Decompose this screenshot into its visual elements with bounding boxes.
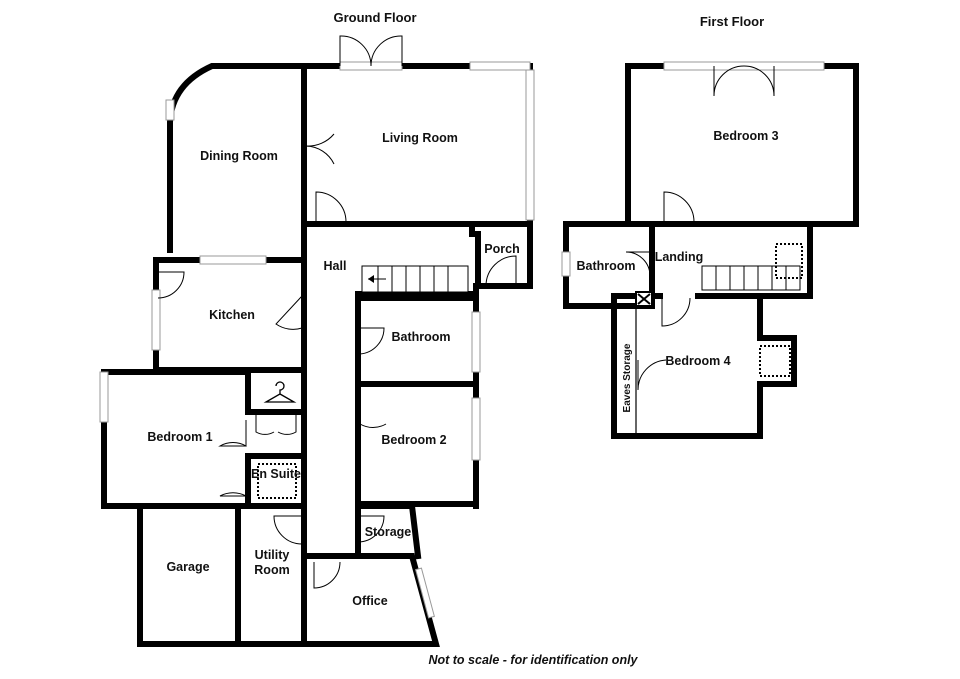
first-floor-doors bbox=[625, 65, 775, 391]
first-floor-stairs bbox=[701, 265, 801, 291]
room-kitchen: Kitchen bbox=[209, 308, 255, 322]
room-hall: Hall bbox=[324, 259, 347, 273]
hanger-icon bbox=[263, 381, 297, 403]
first-floor-title: First Floor bbox=[700, 14, 764, 29]
room-utility-line1: Utility bbox=[255, 548, 290, 562]
room-garage: Garage bbox=[166, 560, 209, 574]
room-office: Office bbox=[352, 594, 387, 608]
room-utility-line2: Room bbox=[254, 563, 289, 577]
room-en-suite: En Suite bbox=[251, 467, 301, 481]
room-bathroom-first: Bathroom bbox=[576, 259, 635, 273]
room-dining-room: Dining Room bbox=[200, 149, 278, 163]
ground-floor-stairs bbox=[361, 265, 469, 293]
room-bedroom-3: Bedroom 3 bbox=[713, 129, 778, 143]
footer-note: Not to scale - for identification only bbox=[428, 653, 638, 667]
ground-floor-doors bbox=[157, 35, 517, 589]
ground-floor-title: Ground Floor bbox=[333, 10, 416, 25]
room-storage: Storage bbox=[365, 525, 412, 539]
room-bedroom-4: Bedroom 4 bbox=[665, 354, 730, 368]
room-bedroom-1: Bedroom 1 bbox=[147, 430, 212, 444]
skylight-landing bbox=[775, 243, 803, 279]
room-eaves-storage: Eaves Storage bbox=[622, 343, 633, 412]
skylight-bedroom-4 bbox=[759, 345, 791, 377]
ground-floor-walls bbox=[101, 63, 533, 647]
flue-cross-icon bbox=[635, 291, 653, 307]
room-bedroom-2: Bedroom 2 bbox=[381, 433, 446, 447]
room-living-room: Living Room bbox=[382, 131, 458, 145]
room-landing: Landing bbox=[655, 250, 704, 264]
room-porch: Porch bbox=[484, 242, 519, 256]
first-floor-walls bbox=[563, 63, 859, 439]
room-bathroom-ground: Bathroom bbox=[391, 330, 450, 344]
